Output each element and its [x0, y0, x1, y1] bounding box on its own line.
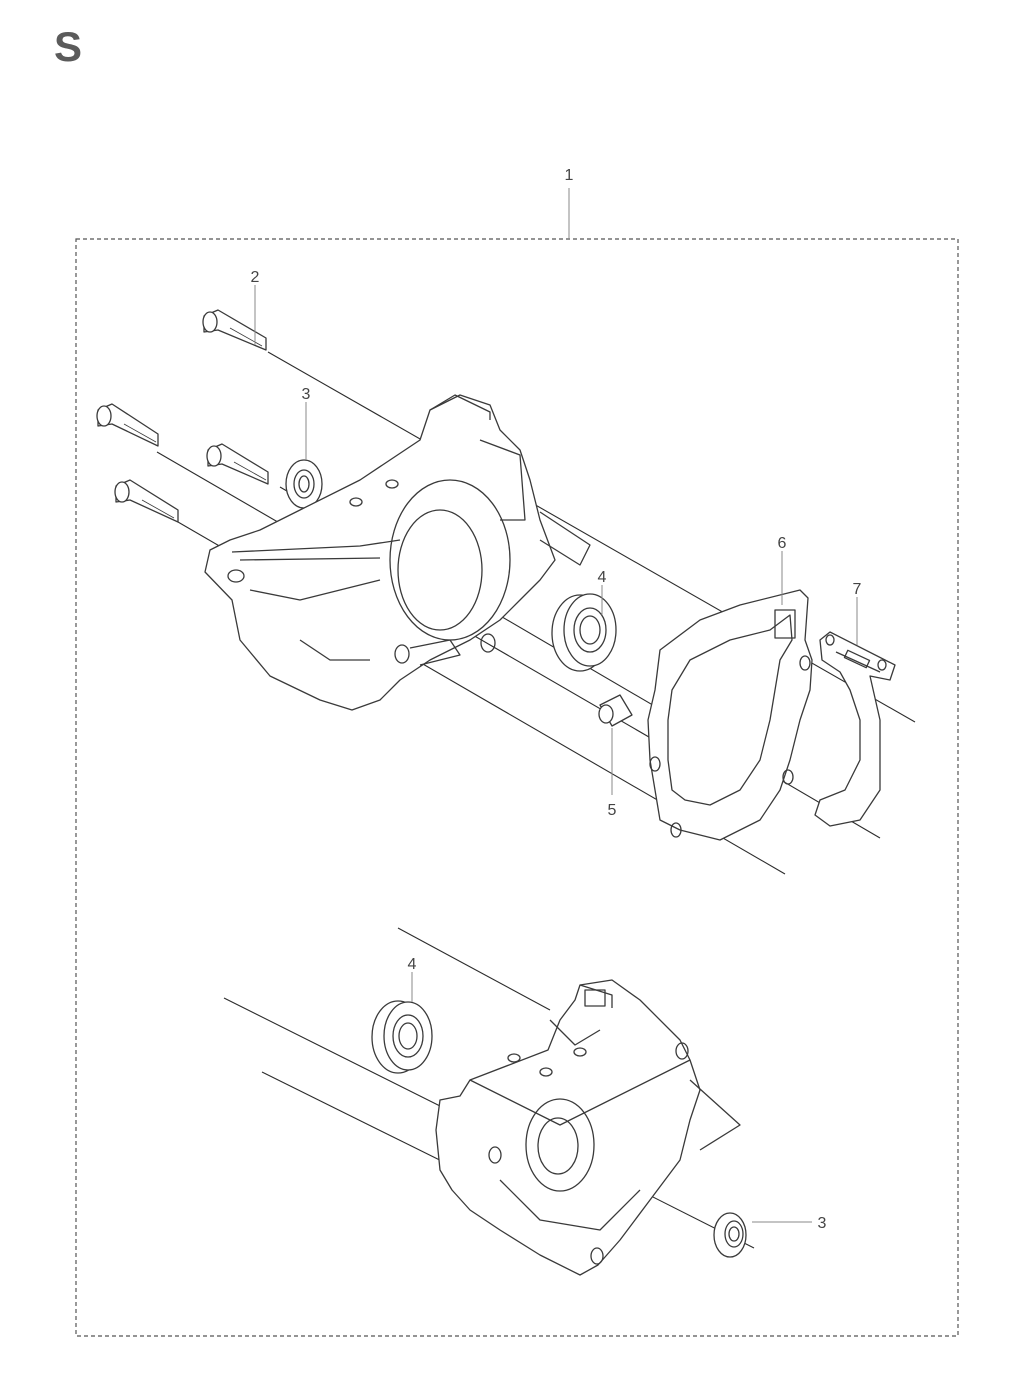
bearing-lower [371, 1000, 433, 1074]
seal-lower [713, 1212, 747, 1258]
callout-7: 7 [853, 581, 862, 598]
upper-crankcase-half [204, 394, 591, 711]
assembly-frame [75, 238, 959, 1337]
callout-6: 6 [778, 535, 787, 552]
screw-top [202, 309, 267, 351]
callout-4-upper: 4 [598, 569, 607, 586]
screw-left-1 [96, 403, 159, 447]
callout-4-lower: 4 [408, 956, 417, 973]
callout-1: 1 [565, 167, 574, 184]
seal-upper [285, 459, 323, 509]
callout-3-upper: 3 [302, 386, 311, 403]
callout-3-lower: 3 [818, 1215, 827, 1232]
screw-left-2 [206, 443, 269, 485]
callout-2: 2 [251, 269, 260, 286]
dowel-pin-upper [598, 694, 633, 727]
callout-5: 5 [608, 802, 617, 819]
section-letter: S [54, 23, 83, 70]
bearing-upper [551, 593, 617, 672]
lower-crankcase-half [435, 979, 741, 1276]
gasket [647, 589, 813, 841]
intake-deflector [814, 631, 896, 827]
leader-lines [254, 285, 858, 1223]
screw-left-3 [114, 479, 179, 523]
